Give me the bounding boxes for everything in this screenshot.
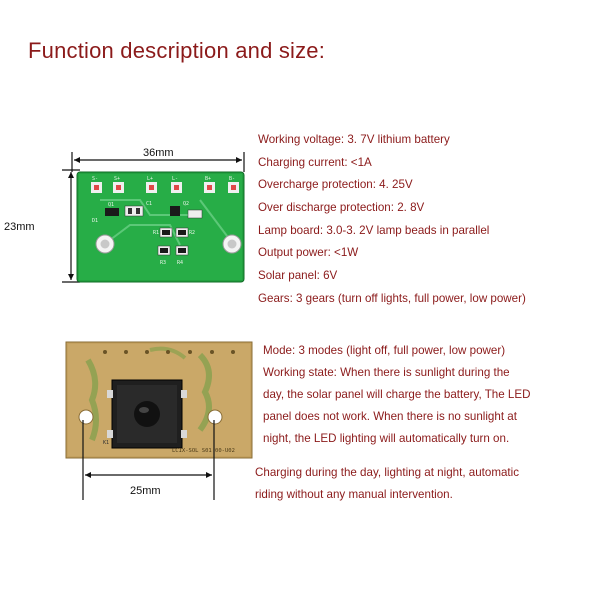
silk-label: R1	[153, 230, 159, 236]
mode-line: night, the LED lighting will automatical…	[263, 432, 510, 445]
spec-line: Working voltage: 3. 7V lithium battery	[258, 133, 450, 146]
mounting-hole	[207, 409, 223, 425]
silk-label: C1	[146, 201, 152, 207]
auto-line: Charging during the day, lighting at nig…	[255, 466, 520, 479]
dimension-label-width-top: 36mm	[143, 147, 174, 159]
silk-label: B+	[205, 176, 211, 182]
silk-label: L-	[172, 176, 178, 182]
mode-line: Working state: When there is sunlight du…	[263, 366, 510, 379]
smd-components	[105, 205, 203, 256]
mode-line: panel does not work. When there is no su…	[263, 410, 517, 423]
spec-line: Overcharge protection: 4. 25V	[258, 178, 413, 192]
spec-line: Solar panel: 6V	[258, 269, 338, 283]
spec-line: Over discharge protection: 2. 8V	[258, 201, 425, 215]
silk-label: S-	[92, 176, 98, 182]
silk-label: R2	[189, 230, 195, 236]
pin-row	[103, 350, 235, 354]
pcb-top-board: S- S+ L+ L- B+ B- Q1 Q2 R1 R2 R3 R4 D1	[76, 171, 245, 283]
mode-line: day, the solar panel will charge the bat…	[263, 388, 531, 401]
mode-line: Mode: 3 modes (light off, full power, lo…	[263, 344, 506, 357]
mode-description: Mode: 3 modes (light off, full power, lo…	[263, 340, 593, 450]
dimension-width-bottom: 25mm	[82, 420, 215, 500]
mounting-hole	[78, 409, 94, 425]
silk-label: L+	[147, 176, 153, 182]
silk-label: Q2	[183, 201, 189, 207]
silk-label: R4	[177, 260, 183, 266]
spec-line: Output power: <1W	[258, 246, 359, 260]
silk-label: B-	[229, 176, 235, 182]
auto-line: riding without any manual intervention.	[255, 488, 453, 501]
pad-row-top	[91, 182, 239, 193]
dimension-label-height-left: 23mm	[4, 221, 35, 233]
automatic-description: Charging during the day, lighting at nig…	[255, 462, 595, 506]
dimension-width-top: 36mm	[71, 147, 245, 172]
silk-label: D1	[92, 218, 98, 224]
spec-line: Charging current: <1A	[258, 155, 372, 169]
spec-line: Lamp board: 3.0-3. 2V lamp beads in para…	[258, 223, 490, 237]
silk-label: Q1	[108, 202, 114, 208]
silk-label: R3	[160, 260, 166, 266]
pcb-bottom-board: K1 LCIX-SOL S01 00-U02	[65, 341, 253, 459]
dimension-label-width-bottom: 25mm	[130, 485, 161, 497]
silk-label: K1	[103, 440, 109, 446]
mounting-hole	[222, 234, 242, 254]
spec-line: Gears: 3 gears (turn off lights, full po…	[258, 291, 526, 305]
page-title: Function description and size:	[28, 38, 326, 63]
dimension-height-left: 23mm	[4, 169, 80, 283]
push-button-switch	[107, 379, 187, 449]
specification-list: Working voltage: 3. 7V lithium battery C…	[258, 129, 593, 311]
silk-label: LCIX-SOL S01 00-U02	[172, 448, 235, 454]
silk-label: S+	[114, 176, 120, 182]
mounting-hole	[95, 234, 115, 254]
